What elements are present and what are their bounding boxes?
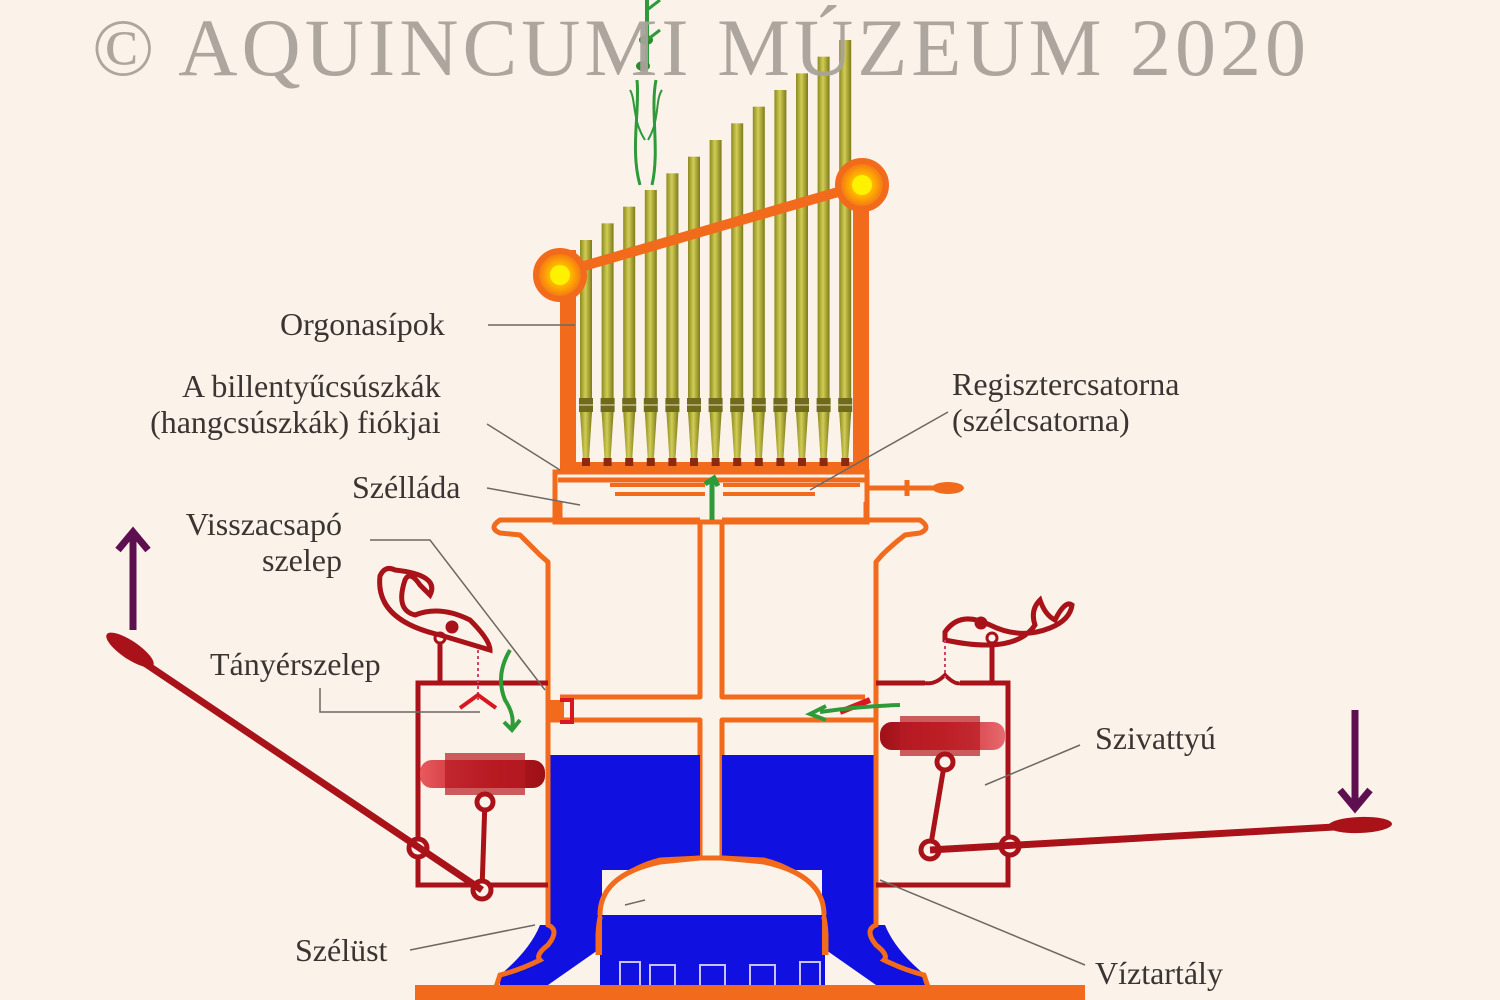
label-text: Víztartály [1095, 955, 1223, 991]
label-wind-bell: Szélüst [295, 932, 387, 968]
arrow-down-icon [1337, 710, 1373, 814]
airflow-arrow-icon [805, 703, 901, 722]
label-text-line2: (szélcsatorna) [952, 402, 1130, 438]
airflow-arrow-icon [703, 474, 721, 520]
label-text: Szélláda [352, 469, 461, 505]
label-text-line2: szelep [262, 542, 342, 578]
label-register-channel: Regisztercsatorna (szélcsatorna) [952, 366, 1179, 438]
organ-pipe [730, 123, 745, 466]
organ-pipe [751, 106, 766, 466]
label-wind-chest: Szélláda [352, 469, 460, 505]
organ-pipe [622, 206, 637, 466]
airflow-arrow-icon [499, 648, 522, 733]
pump-left [106, 566, 548, 902]
label-text: Szivattyú [1095, 720, 1216, 756]
label-text-line1: Regisztercsatorna [952, 366, 1180, 402]
organ-pipe [665, 173, 680, 466]
organ-pipe [600, 223, 615, 466]
organ-pipe [643, 190, 658, 466]
leader-lines [319, 324, 1086, 966]
check-valve-left [548, 698, 574, 724]
label-organ-pipes: Orgonasípok [280, 306, 445, 342]
arrow-up-icon [115, 526, 151, 630]
water-tank [415, 700, 1085, 1000]
organ-pipes [579, 40, 853, 466]
pump-right [876, 595, 1392, 888]
organ-pipe [795, 73, 809, 466]
label-disc-valve: Tányérszelep [210, 646, 381, 682]
label-check-valve: Visszacsapó szelep [178, 506, 342, 578]
organ-pipe [687, 156, 701, 466]
label-water-tank: Víztartály [1095, 955, 1223, 991]
organ-pipe [708, 140, 723, 466]
organ-pipe [838, 40, 853, 466]
label-text-line1: Visszacsapó [185, 506, 342, 542]
register-bar [533, 158, 889, 302]
wind-chest [552, 469, 964, 525]
organ-pipe [816, 56, 831, 466]
label-text-line1: A billentyűcsúszkák [182, 368, 441, 404]
pipe-chest-frame [560, 160, 869, 480]
label-pump: Szivattyú [1095, 720, 1216, 756]
label-text: Tányérszelep [210, 646, 381, 682]
organ-pipe [773, 90, 788, 466]
check-valve-right [805, 697, 901, 722]
base-plate [415, 985, 1085, 1000]
label-text: Orgonasípok [280, 306, 445, 342]
sound-notes-icon [629, 0, 663, 186]
label-text-line2: (hangcsúszkák) fiókjai [150, 404, 441, 440]
label-text: Szélüst [295, 932, 388, 968]
label-key-sliders: A billentyűcsúszkák (hangcsúszkák) fiókj… [150, 368, 441, 440]
